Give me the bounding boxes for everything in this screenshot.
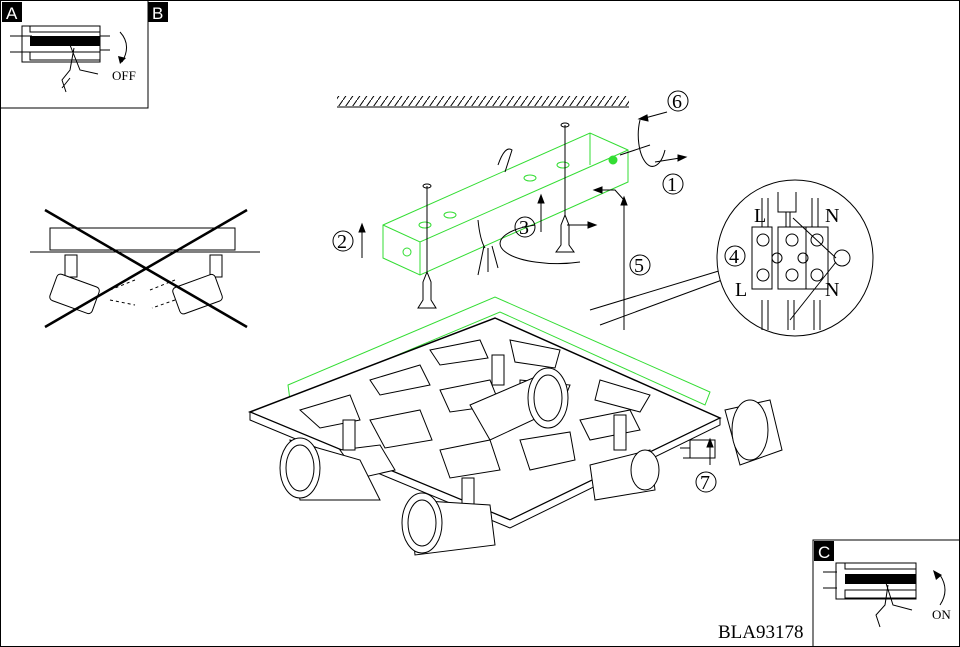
model-code: BLA93178 bbox=[718, 622, 804, 643]
step-3: 3 bbox=[519, 217, 529, 239]
wire-label-n-top: N bbox=[825, 205, 839, 227]
wire-label-n-bottom: N bbox=[825, 279, 839, 301]
panel-a-caption: OFF bbox=[112, 68, 136, 83]
step-1: 1 bbox=[667, 174, 677, 196]
panel-b-label: B bbox=[152, 4, 163, 23]
step-2: 2 bbox=[337, 231, 347, 253]
panel-a-label-box bbox=[2, 2, 22, 22]
ceiling-hatch bbox=[337, 96, 629, 106]
breaker-icon bbox=[10, 25, 110, 93]
panel-c-caption: ON bbox=[932, 607, 951, 622]
step-markers bbox=[332, 90, 717, 493]
step-4-marker bbox=[724, 245, 746, 267]
panel-a-label: A bbox=[6, 4, 18, 23]
screws bbox=[417, 119, 666, 309]
panel-c-switch-on: C ON bbox=[812, 539, 960, 647]
rotate-arrow-icon bbox=[939, 574, 946, 606]
panel-a-switch-off: A OFF bbox=[0, 0, 149, 109]
gu10-bulb-icon bbox=[680, 399, 783, 466]
step-4: 4 bbox=[729, 246, 739, 268]
mounting-bracket bbox=[382, 132, 629, 276]
step-5: 5 bbox=[634, 255, 644, 277]
wire-label-l-bottom: L bbox=[735, 279, 747, 301]
spotlights bbox=[279, 354, 783, 556]
step-6: 6 bbox=[672, 91, 682, 113]
incorrect-installation bbox=[30, 208, 260, 329]
step-7: 7 bbox=[700, 472, 710, 494]
wire-label-l-top: L bbox=[754, 205, 766, 227]
direction-arrows bbox=[358, 111, 688, 330]
panel-c-label: C bbox=[818, 543, 830, 562]
panel-b-label-box bbox=[148, 2, 168, 22]
breaker-icon bbox=[823, 562, 917, 628]
wiring-detail bbox=[589, 179, 874, 337]
